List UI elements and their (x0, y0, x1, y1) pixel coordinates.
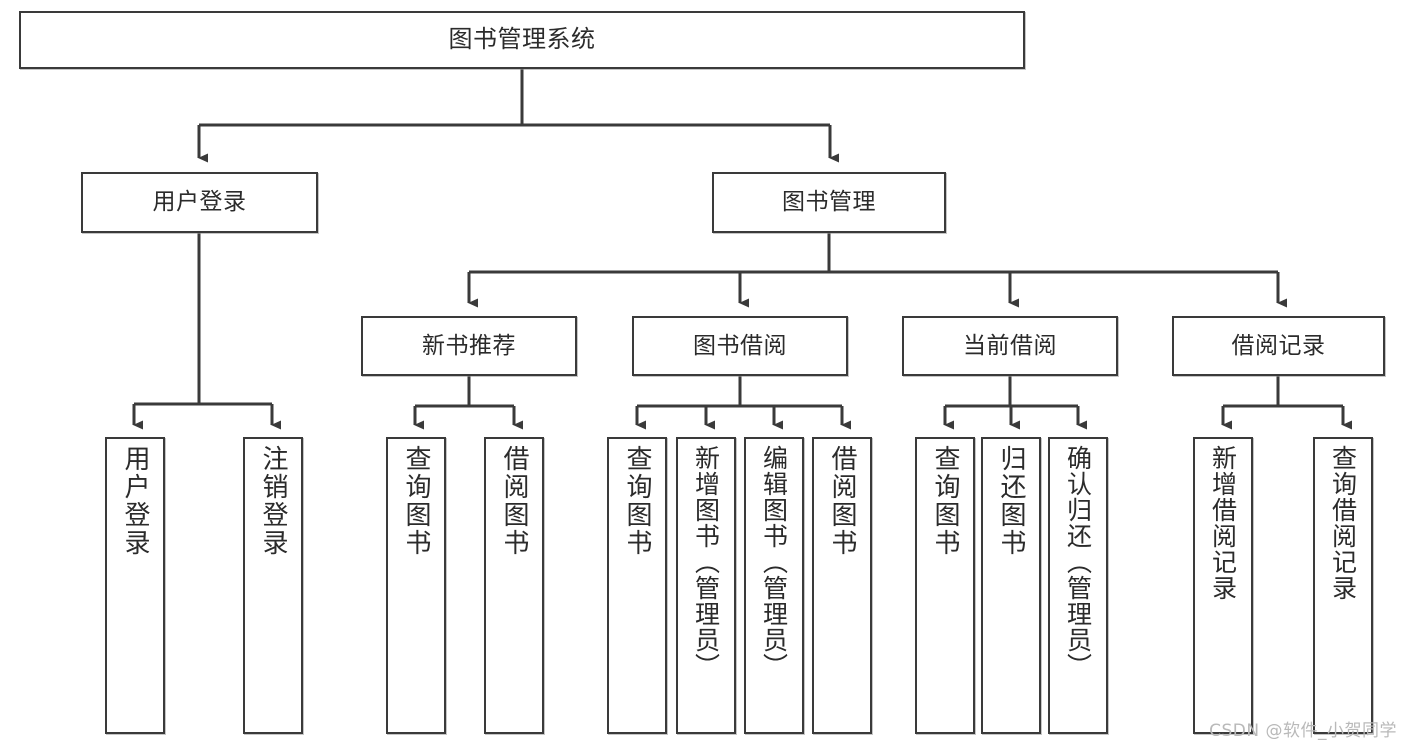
node-label: 新增借阅记录 (1208, 445, 1238, 601)
node-book-manage[interactable]: 图书管理 (712, 172, 946, 233)
node-label: 新增图书（管理员） (691, 445, 721, 679)
leaf-recommend-borrow-book[interactable]: 借阅图书 (484, 437, 544, 734)
node-current-borrow[interactable]: 当前借阅 (902, 316, 1118, 376)
leaf-user-logout[interactable]: 注销登录 (243, 437, 303, 734)
node-label: 归还图书 (996, 445, 1026, 557)
node-label: 借阅图书 (499, 445, 529, 557)
leaf-borrow-query-book[interactable]: 查询图书 (607, 437, 667, 734)
node-label: 图书借阅 (693, 332, 787, 359)
leaf-user-login[interactable]: 用户登录 (105, 437, 165, 734)
node-label: 用户登录 (152, 189, 247, 216)
node-label: 新书推荐 (422, 332, 516, 359)
leaf-recommend-query-book[interactable]: 查询图书 (386, 437, 446, 734)
node-user-login[interactable]: 用户登录 (81, 172, 318, 233)
node-new-book-recommend[interactable]: 新书推荐 (361, 316, 577, 376)
leaf-current-return-book[interactable]: 归还图书 (981, 437, 1041, 734)
node-root-system[interactable]: 图书管理系统 (19, 11, 1025, 69)
node-label: 当前借阅 (963, 332, 1057, 359)
node-borrow-record[interactable]: 借阅记录 (1172, 316, 1385, 376)
leaf-current-query-book[interactable]: 查询图书 (915, 437, 975, 734)
leaf-current-confirm-return[interactable]: 确认归还（管理员） (1048, 437, 1108, 734)
node-label: 借阅记录 (1231, 332, 1326, 359)
node-label: 图书管理 (782, 189, 876, 216)
node-label: 查询图书 (622, 445, 652, 557)
leaf-borrow-add-book[interactable]: 新增图书（管理员） (676, 437, 736, 734)
node-book-borrow[interactable]: 图书借阅 (632, 316, 848, 376)
leaf-record-add[interactable]: 新增借阅记录 (1193, 437, 1253, 734)
leaf-borrow-borrow-book[interactable]: 借阅图书 (812, 437, 872, 734)
node-label: 查询图书 (401, 445, 431, 557)
node-label: 确认归还（管理员） (1063, 445, 1093, 679)
node-label: 用户登录 (120, 445, 150, 557)
node-label: 注销登录 (258, 445, 288, 557)
node-label: 借阅图书 (827, 445, 857, 557)
node-label: 编辑图书（管理员） (759, 445, 789, 679)
node-label: 图书管理系统 (448, 25, 596, 54)
watermark: CSDN @软件_小贺同学 (1209, 721, 1397, 741)
leaf-borrow-edit-book[interactable]: 编辑图书（管理员） (744, 437, 804, 734)
node-label: 查询借阅记录 (1328, 445, 1358, 601)
leaf-record-query[interactable]: 查询借阅记录 (1313, 437, 1373, 734)
node-label: 查询图书 (930, 445, 960, 557)
